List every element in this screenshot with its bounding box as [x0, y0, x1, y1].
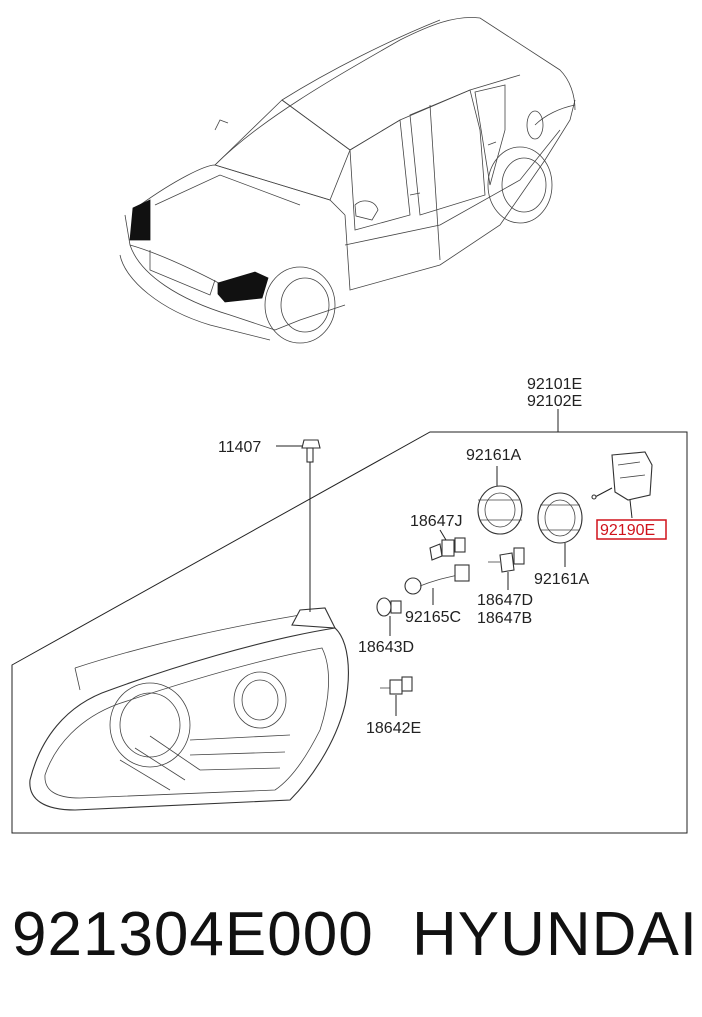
highlight-box [596, 519, 667, 540]
label-assembly-b: 92102E [527, 393, 582, 410]
label-bulb-e: 18642E [366, 720, 421, 737]
bulb-18647j [429, 529, 466, 561]
label-screw: 11407 [218, 439, 261, 456]
label-socket: 92165C [405, 609, 461, 626]
headlamp-housing [29, 607, 349, 811]
label-assembly-a: 92101E [527, 376, 582, 393]
label-cap-lower: 92161A [534, 571, 589, 588]
brand-name: HYUNDAI [412, 900, 699, 969]
label-bulb-j: 18647J [410, 513, 463, 530]
bulb-18643d [376, 597, 402, 636]
bulb-18647d [488, 547, 525, 590]
label-bulb-d: 18647D [477, 592, 533, 609]
label-cap-upper: 92161A [466, 447, 521, 464]
dust-cap-lower [537, 492, 583, 567]
footer: 921304E000 HYUNDAI [0, 895, 702, 985]
socket-92165c [404, 564, 470, 605]
leveling-actuator [591, 451, 653, 519]
car-illustration [119, 17, 576, 344]
parts-diagram: 92101E 92102E 11407 92161A 92190E 18647J… [11, 17, 688, 834]
label-bulb-small: 18643D [358, 639, 414, 656]
label-bulb-b: 18647B [477, 610, 532, 627]
screw-11407 [276, 439, 321, 612]
label-actuator: 92190E [600, 522, 655, 539]
part-number: 921304E000 [12, 900, 374, 969]
assembly-boundary [11, 431, 688, 834]
bulb-18642e [380, 676, 413, 716]
dust-cap-upper [477, 466, 523, 535]
